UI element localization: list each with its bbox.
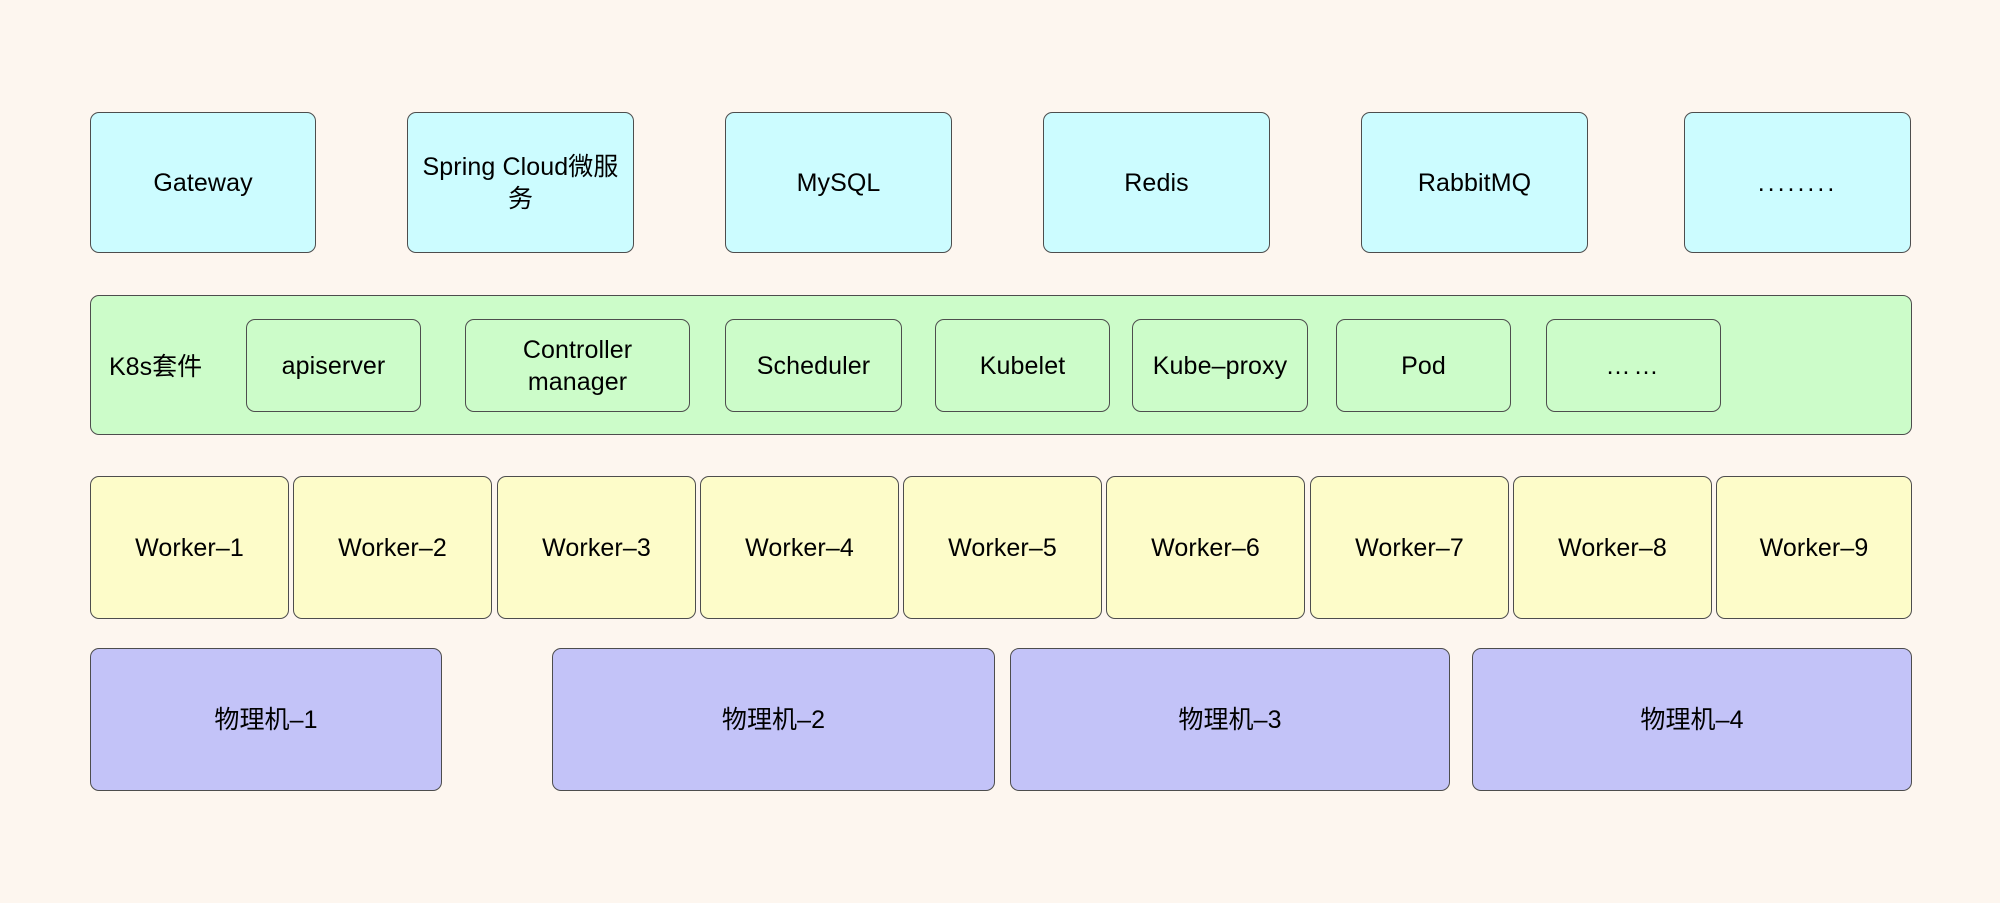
k8s-node-scheduler[interactable]: Scheduler bbox=[725, 319, 902, 412]
worker-node-worker-6[interactable]: Worker–6 bbox=[1106, 476, 1305, 619]
worker-node-worker-9[interactable]: Worker–9 bbox=[1716, 476, 1912, 619]
application-node-redis[interactable]: Redis bbox=[1043, 112, 1270, 253]
application-node-gateway[interactable]: Gateway bbox=[90, 112, 316, 253]
node-label: Worker–9 bbox=[1759, 533, 1869, 562]
node-label: …… bbox=[1605, 351, 1662, 380]
host-node-物理机-3[interactable]: 物理机–3 bbox=[1010, 648, 1450, 791]
node-label: ........ bbox=[1757, 168, 1838, 197]
worker-node-worker-3[interactable]: Worker–3 bbox=[497, 476, 696, 619]
node-label: Worker–7 bbox=[1355, 533, 1464, 562]
node-label: 物理机–4 bbox=[1640, 705, 1744, 734]
node-label: Spring Cloud微服务 bbox=[422, 152, 619, 213]
k8s-node-kubelet[interactable]: Kubelet bbox=[935, 319, 1110, 412]
application-node-mysql[interactable]: MySQL bbox=[725, 112, 952, 253]
node-label: Scheduler bbox=[756, 351, 871, 380]
worker-node-worker-1[interactable]: Worker–1 bbox=[90, 476, 289, 619]
node-label: apiserver bbox=[281, 351, 386, 380]
node-label: Kube–proxy bbox=[1152, 351, 1288, 380]
node-label: Gateway bbox=[153, 168, 253, 197]
worker-node-worker-2[interactable]: Worker–2 bbox=[293, 476, 492, 619]
node-label: Worker–5 bbox=[948, 533, 1057, 562]
node-label: Worker–1 bbox=[135, 533, 244, 562]
host-node-物理机-4[interactable]: 物理机–4 bbox=[1472, 648, 1912, 791]
worker-node-worker-4[interactable]: Worker–4 bbox=[700, 476, 899, 619]
node-label: Redis bbox=[1124, 168, 1189, 197]
node-label: Worker–3 bbox=[542, 533, 651, 562]
worker-node-worker-7[interactable]: Worker–7 bbox=[1310, 476, 1509, 619]
node-label: Worker–6 bbox=[1151, 533, 1260, 562]
application-node-spring-cloud微服务[interactable]: Spring Cloud微服务 bbox=[407, 112, 634, 253]
k8s-node-apiserver[interactable]: apiserver bbox=[246, 319, 421, 412]
node-label: Worker–4 bbox=[745, 533, 854, 562]
node-label: 物理机–2 bbox=[721, 705, 826, 734]
worker-node-worker-5[interactable]: Worker–5 bbox=[903, 476, 1102, 619]
node-label: RabbitMQ bbox=[1417, 168, 1532, 197]
node-label: Worker–8 bbox=[1558, 533, 1667, 562]
k8s-node-kube-proxy[interactable]: Kube–proxy bbox=[1132, 319, 1308, 412]
k8s-suite-band: K8s套件 apiserver Controller manager Schedul… bbox=[90, 295, 1912, 435]
node-label: 物理机–1 bbox=[214, 705, 318, 734]
application-node-rabbitmq[interactable]: RabbitMQ bbox=[1361, 112, 1588, 253]
node-label: Worker–2 bbox=[338, 533, 447, 562]
node-label: Kubelet bbox=[979, 351, 1066, 380]
worker-node-worker-8[interactable]: Worker–8 bbox=[1513, 476, 1712, 619]
k8s-suite-band-title: K8s套件 bbox=[109, 353, 203, 381]
node-label: Pod bbox=[1401, 351, 1446, 380]
node-label: 物理机–3 bbox=[1178, 705, 1282, 734]
node-label: MySQL bbox=[796, 168, 881, 197]
node-label: Controller manager bbox=[522, 335, 633, 396]
host-node-物理机-2[interactable]: 物理机–2 bbox=[552, 648, 995, 791]
host-node-物理机-1[interactable]: 物理机–1 bbox=[90, 648, 442, 791]
k8s-node-controller-manager[interactable]: Controller manager bbox=[465, 319, 690, 412]
application-node-ellipsis[interactable]: ........ bbox=[1684, 112, 1911, 253]
k8s-node-pod[interactable]: Pod bbox=[1336, 319, 1511, 412]
k8s-node-ellipsis[interactable]: …… bbox=[1546, 319, 1721, 412]
